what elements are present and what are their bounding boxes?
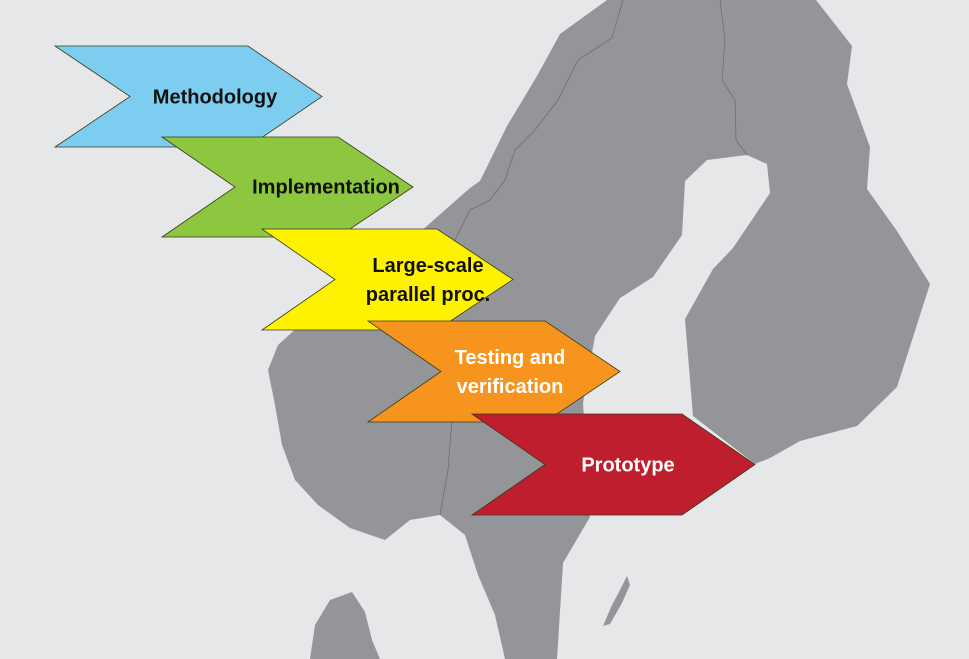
chevron-step-5 bbox=[470, 413, 756, 516]
step-label-line: Prototype bbox=[581, 454, 675, 476]
step-label-2: Implementation bbox=[252, 174, 400, 203]
step-label-5: Prototype bbox=[581, 451, 674, 480]
step-label-line: Testing and bbox=[454, 346, 566, 369]
gotland-island bbox=[603, 576, 630, 626]
country-border-sweden-finland bbox=[719, 0, 748, 156]
step-label-line: Implementation bbox=[252, 176, 400, 199]
step-label-line: verification bbox=[456, 375, 564, 398]
denmark-landmass bbox=[310, 592, 380, 659]
process-chevrons bbox=[53, 45, 756, 516]
step-label-line: parallel proc. bbox=[365, 283, 491, 306]
step-label-4: Testing and verification bbox=[455, 344, 566, 402]
step-label-1: Methodology bbox=[153, 83, 277, 112]
step-label-line: Large-scale bbox=[372, 254, 484, 277]
step-label-3: Large-scale parallel proc. bbox=[366, 252, 491, 310]
step-label-line: Methodology bbox=[152, 86, 278, 108]
scandinavia-landmass bbox=[268, 0, 930, 659]
